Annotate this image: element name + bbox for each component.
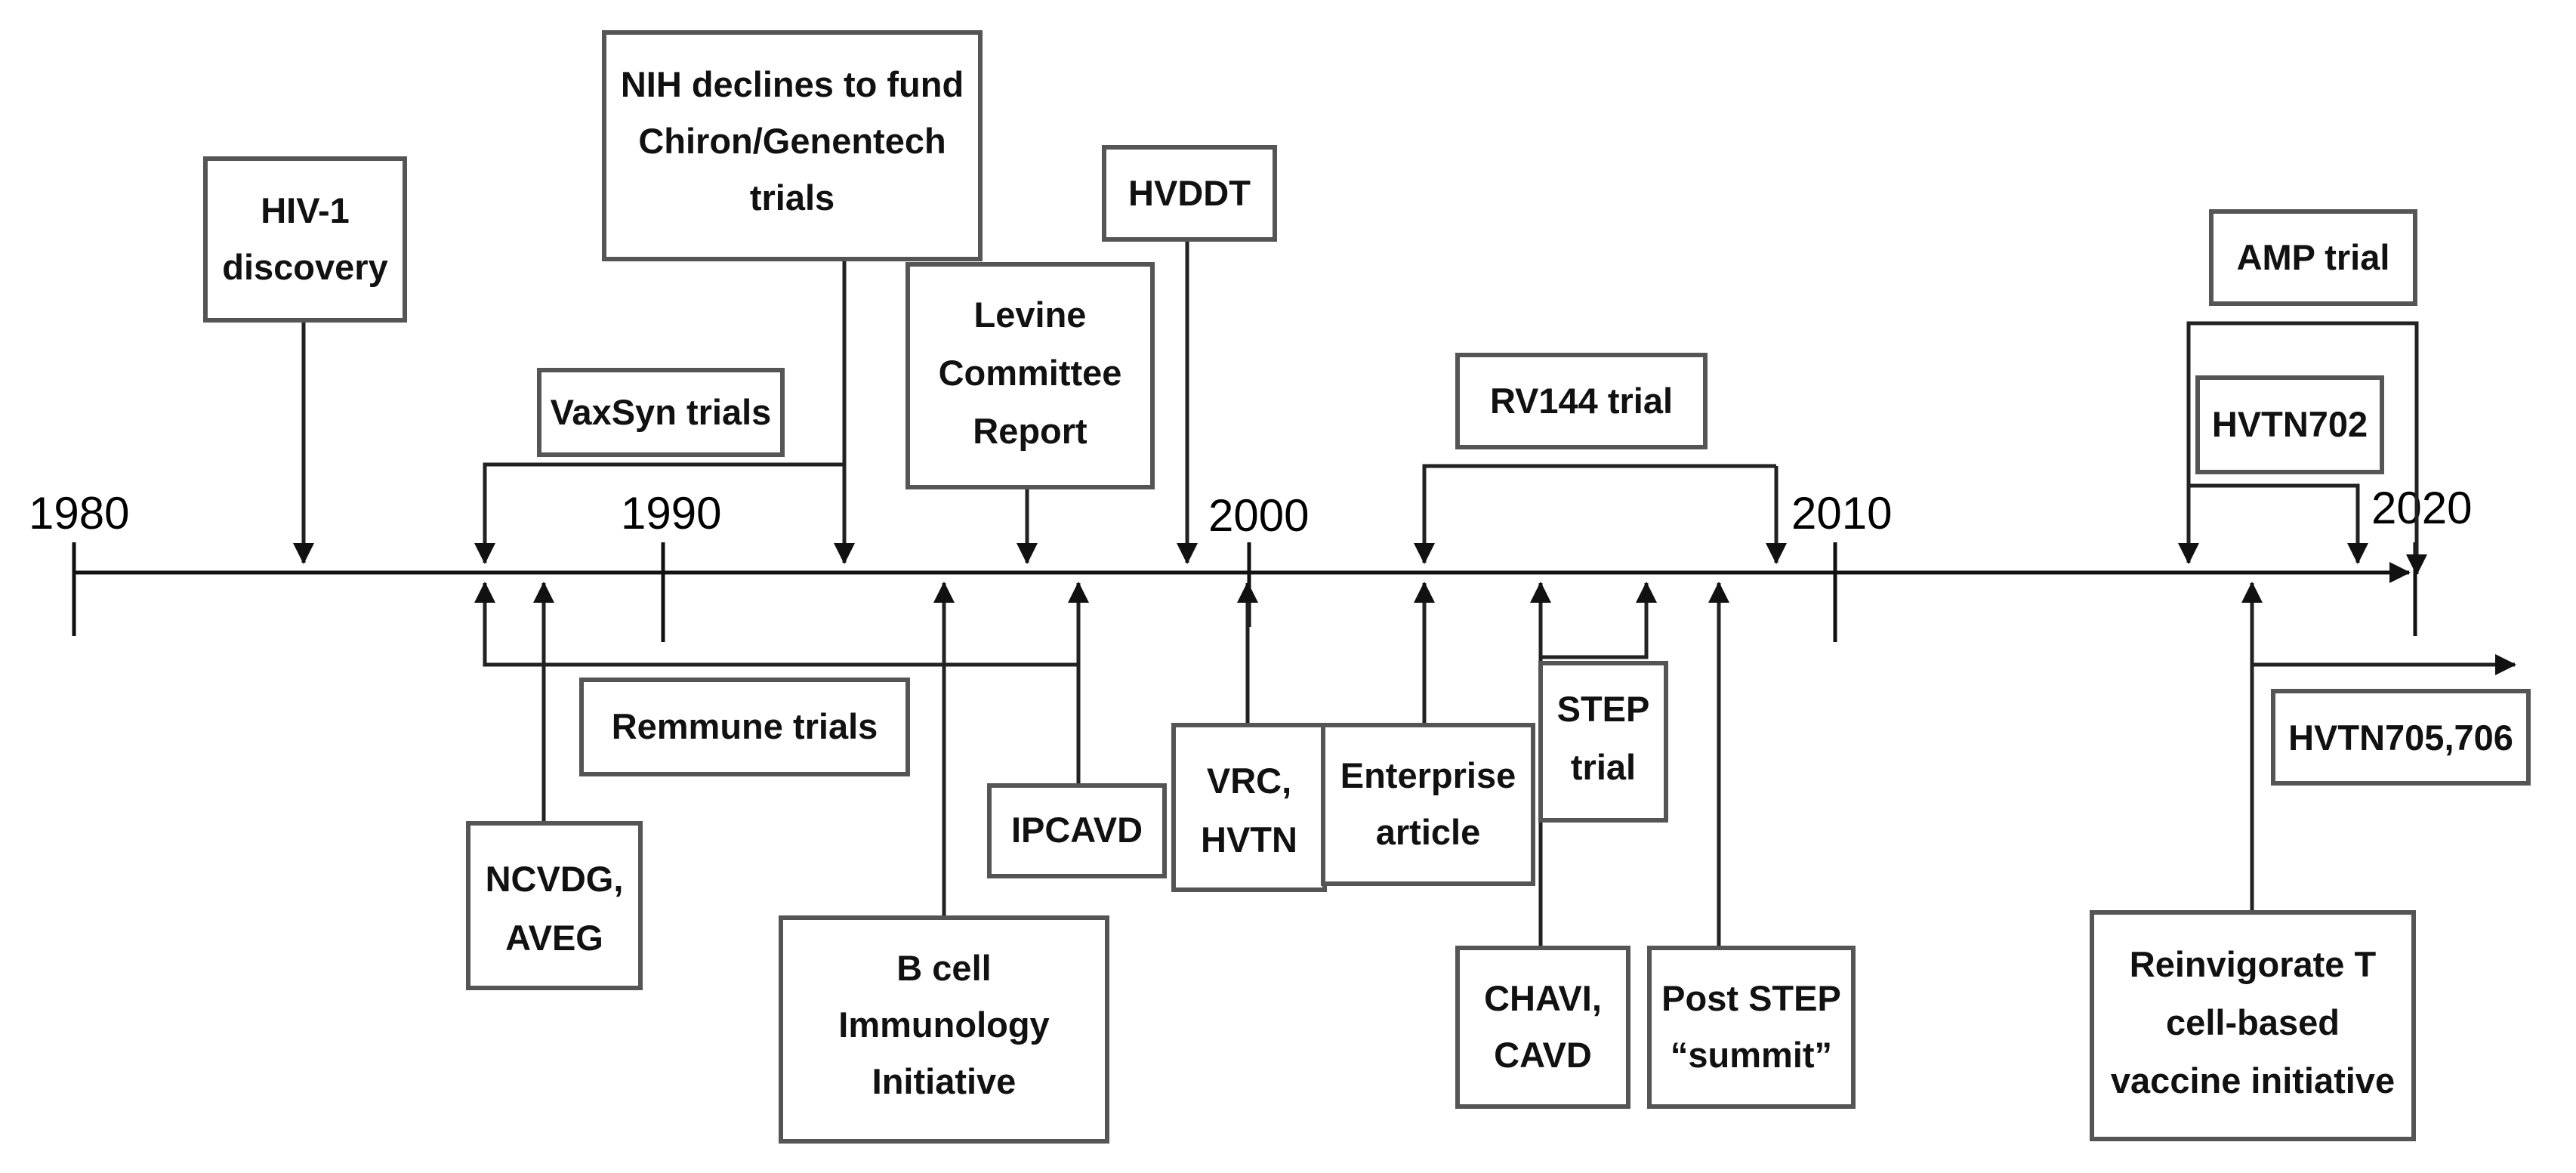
connector-rv144-start [1414,464,1776,564]
event-text: Immunology [838,1005,1049,1045]
year-label-1990: 1990 [621,488,721,539]
event-enterprise-article: Enterprise article [1321,723,1535,886]
event-text: AMP trial [2237,237,2390,277]
event-hvtn705-706: HVTN705,706 [2271,689,2531,786]
connector-step [1541,582,1657,659]
event-text: CHAVI, [1484,978,1602,1018]
event-text: RV144 trial [1490,381,1673,421]
event-text: Committee [939,353,1122,393]
event-ncvdg-aveg: NCVDG, AVEG [466,821,643,990]
event-ipcavd: IPCAVD [987,783,1167,878]
event-nih-declines: NIH declines to fund Chiron/Genentech tr… [602,30,983,261]
event-rv144-trial: RV144 trial [1455,353,1708,449]
event-chavi-cavd: CHAVI, CAVD [1455,946,1630,1109]
event-text: NCVDG, [486,859,624,899]
event-text: Levine [974,295,1087,335]
event-text: CAVD [1494,1035,1592,1075]
event-text: IPCAVD [1011,810,1143,850]
event-bcell-initiative: B cell Immunology Initiative [779,915,1109,1144]
event-text: Post STEP [1661,978,1841,1018]
connector-hvtn702 [2189,483,2368,564]
event-text: HIV-1 [261,190,350,230]
connector-remmune [474,582,1078,667]
event-hiv1-discovery: HIV-1 discovery [203,156,407,323]
event-vaxsyn-trials: VaxSyn trials [537,368,785,457]
event-text: Chiron/Genentech [638,121,946,161]
event-text: article [1376,812,1480,852]
event-text: trials [750,177,835,218]
event-text: VRC, [1207,761,1291,801]
event-text: trial [1571,747,1636,787]
event-amp-trial: AMP trial [2209,209,2417,306]
event-text: Initiative [872,1061,1017,1101]
event-levine-report: Levine Committee Report [905,262,1155,489]
event-text: vaccine initiative [2111,1060,2395,1100]
event-text: “summit” [1671,1035,1832,1075]
year-label-2020: 2020 [2371,483,2472,533]
event-post-step-summit: Post STEP “summit” [1647,946,1856,1109]
event-text: HVTN702 [2212,404,2368,444]
year-label-2010: 2010 [1791,488,1892,539]
event-vrc-hvtn: VRC, HVTN [1171,723,1327,892]
event-text: cell-based [2166,1002,2340,1042]
event-text: VaxSyn trials [551,392,772,432]
connector-vaxsyn [474,462,844,564]
connectors [293,238,2516,948]
event-text: HVTN [1201,820,1297,860]
event-text: Reinvigorate T [2130,944,2377,984]
event-text: AVEG [505,918,603,958]
event-hvtn702: HVTN702 [2195,375,2384,474]
event-text: HVTN705,706 [2288,718,2513,758]
year-label-1980: 1980 [29,488,129,539]
event-step-trial: STEP trial [1538,661,1668,823]
year-label-2000: 2000 [1208,490,1309,541]
event-remmune-trials: Remmune trials [579,678,910,776]
event-text: B cell [896,948,991,988]
event-text: discovery [222,247,387,287]
event-hvddt: HVDDT [1102,145,1277,242]
event-text: HVDDT [1128,173,1251,213]
event-reinvigorate-initiative: Reinvigorate T cell-based vaccine initia… [2090,910,2416,1141]
event-text: NIH declines to fund [621,64,964,104]
event-text: STEP [1557,689,1650,729]
event-text: Enterprise [1340,755,1516,795]
event-text: Report [973,411,1087,451]
event-text: Remmune trials [612,706,878,746]
